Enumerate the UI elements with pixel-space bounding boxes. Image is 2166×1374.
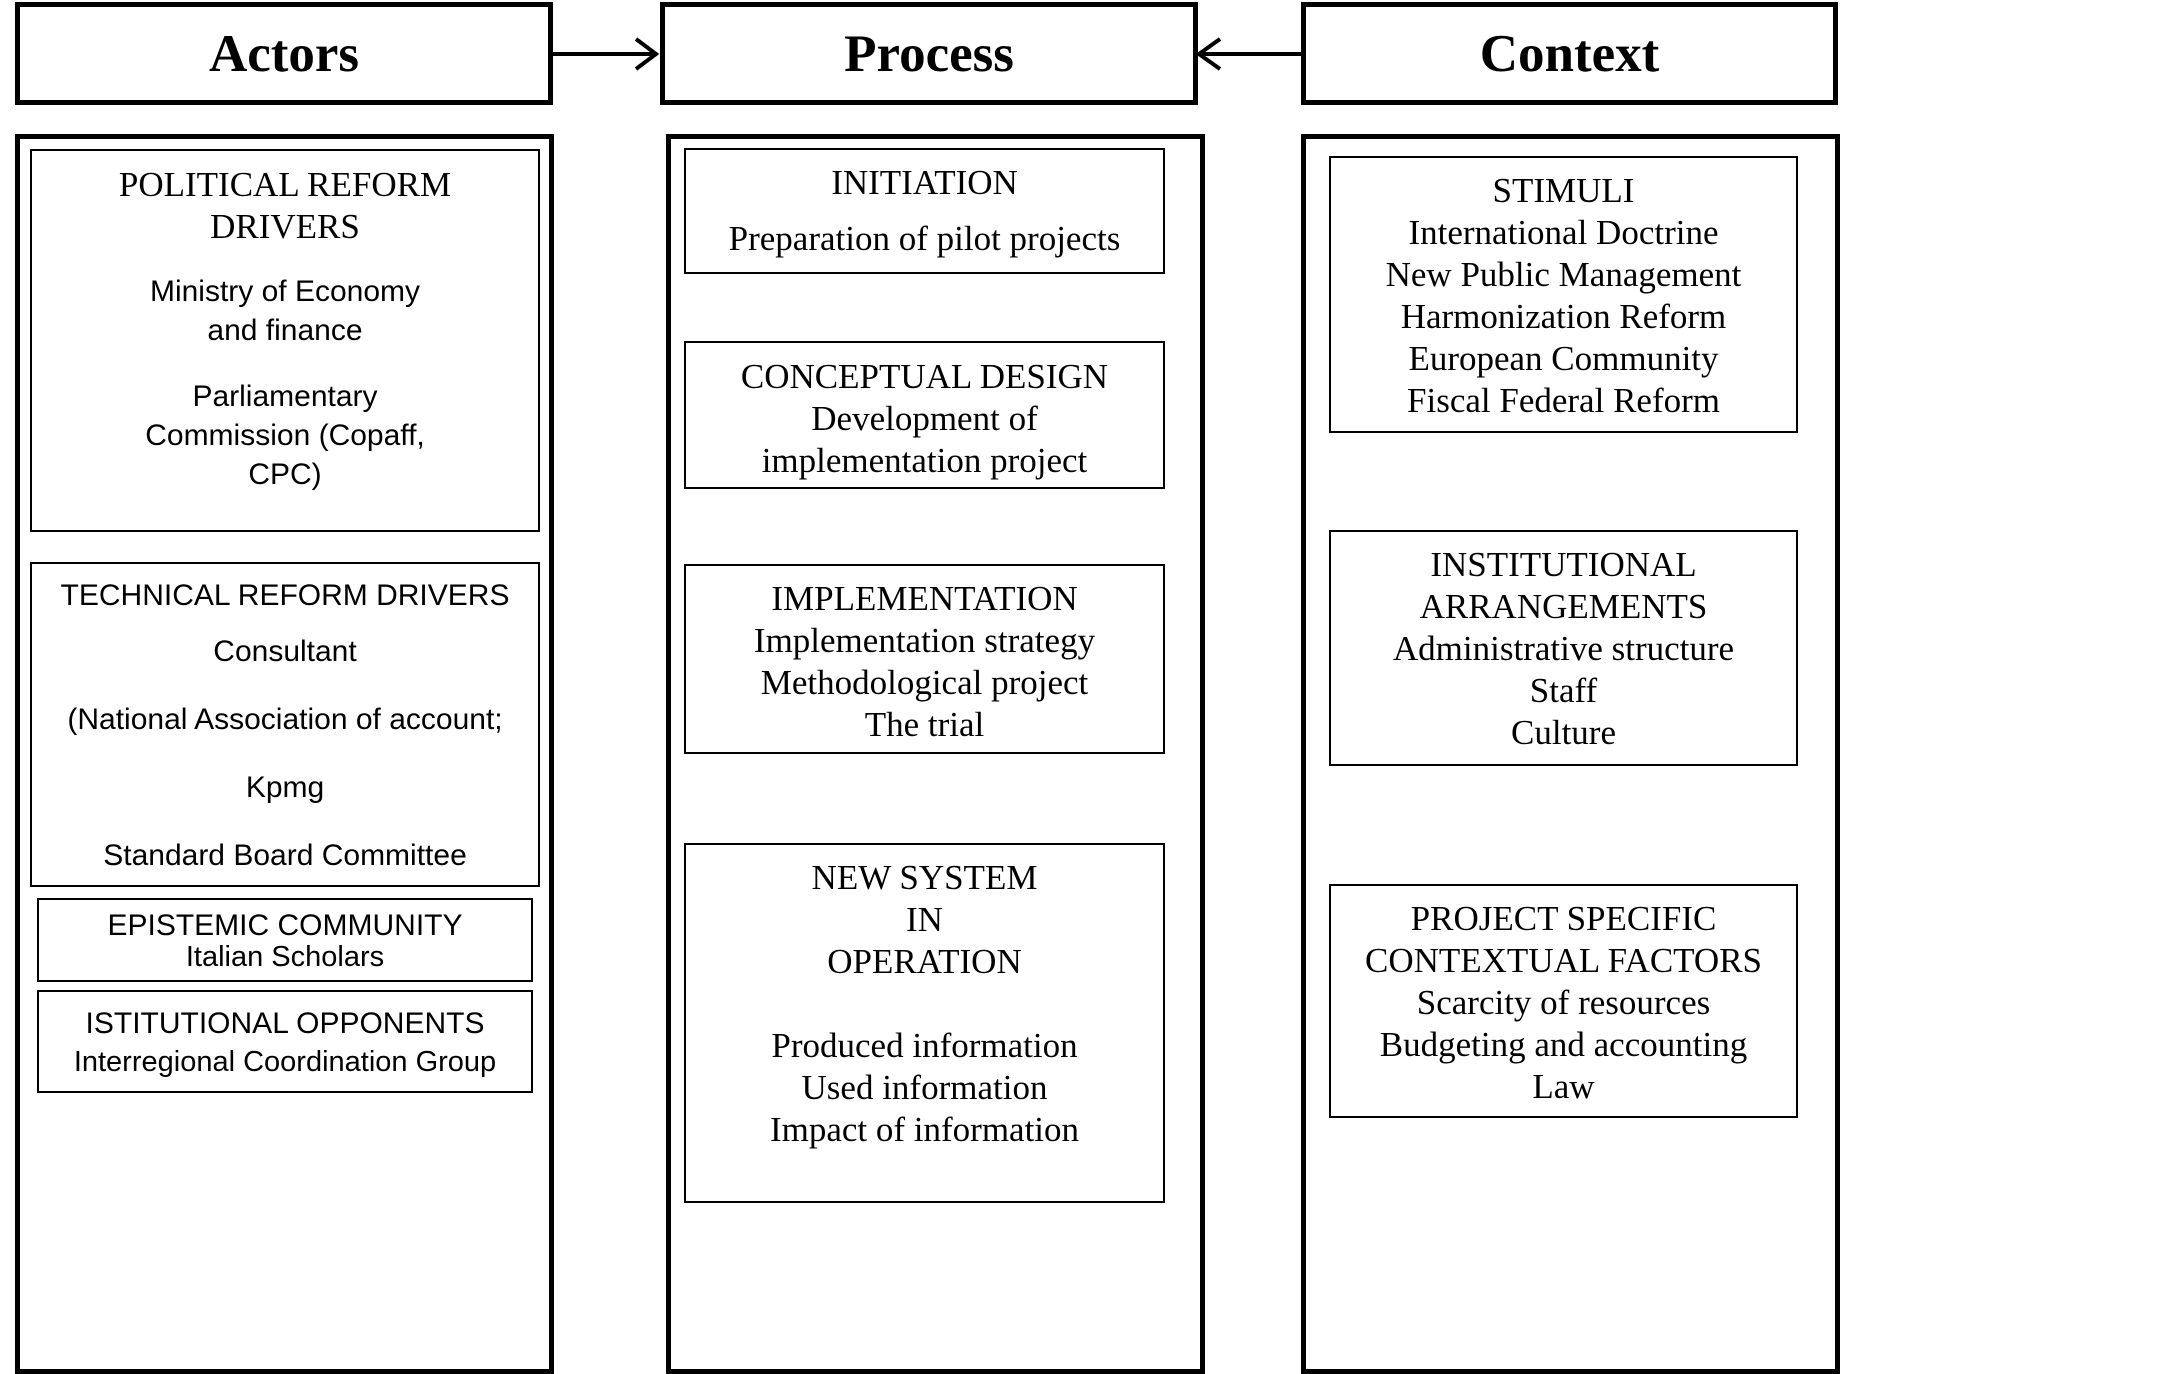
- new-system-box: NEW SYSTEM IN OPERATION Produced informa…: [684, 843, 1165, 1203]
- ministry-of-economy-text: Ministry of Economy and finance: [149, 275, 421, 347]
- initiation-box: INITIATION Preparation of pilot projects: [684, 148, 1165, 274]
- stimuli-box: STIMULI International Doctrine New Publi…: [1329, 156, 1798, 433]
- project-specific-box: PROJECT SPECIFIC CONTEXTUAL FACTORS Scar…: [1329, 884, 1798, 1118]
- institutional-opponents-title: ISTITUTIONAL OPPONENTS: [85, 1007, 485, 1040]
- institutional-opponents-subtitle: Interregional Coordination Group: [73, 1046, 497, 1078]
- institutional-opponents-box: ISTITUTIONAL OPPONENTS Interregional Coo…: [37, 990, 533, 1093]
- epistemic-community-box: EPISTEMIC COMMUNITY Italian Scholars: [37, 898, 533, 982]
- technical-reform-lines: Consultant (National Association of acco…: [67, 635, 503, 872]
- implementation-lines: Implementation strategy Methodological p…: [753, 621, 1096, 744]
- conceptual-design-lines: Development of implementation project: [761, 399, 1088, 480]
- implementation-box: IMPLEMENTATION Implementation strategy M…: [684, 564, 1165, 754]
- actors-header-label: Actors: [208, 24, 360, 83]
- epistemic-community-title: EPISTEMIC COMMUNITY: [107, 909, 463, 942]
- actors-header: Actors: [15, 2, 553, 105]
- process-header: Process: [660, 2, 1198, 105]
- context-to-process-arrow: [1195, 37, 1304, 71]
- stimuli-lines: International Doctrine New Public Manage…: [1385, 213, 1742, 420]
- actors-to-process-arrow: [552, 37, 660, 71]
- context-header-label: Context: [1479, 24, 1660, 83]
- new-system-lines: Produced information Used information Im…: [769, 1026, 1080, 1149]
- process-header-label: Process: [844, 24, 1014, 83]
- new-system-title: NEW SYSTEM IN OPERATION: [811, 858, 1038, 981]
- technical-reform-drivers-box: TECHNICAL REFORM DRIVERS Consultant (Nat…: [30, 562, 540, 887]
- project-specific-lines: Scarcity of resources Budgeting and acco…: [1379, 983, 1748, 1106]
- parliamentary-commission-text: Parliamentary Commission (Copaff, CPC): [145, 380, 425, 491]
- political-reform-drivers-box: POLITICAL REFORM DRIVERS Ministry of Eco…: [30, 149, 540, 532]
- technical-reform-title: TECHNICAL REFORM DRIVERS: [60, 579, 510, 612]
- stimuli-title: STIMULI: [1492, 171, 1635, 210]
- epistemic-community-subtitle: Italian Scholars: [185, 941, 385, 973]
- implementation-title: IMPLEMENTATION: [771, 579, 1078, 618]
- conceptual-design-title: CONCEPTUAL DESIGN: [740, 357, 1109, 396]
- project-specific-title: PROJECT SPECIFIC CONTEXTUAL FACTORS: [1364, 899, 1762, 980]
- institutional-arrangements-title: INSTITUTIONAL ARRANGEMENTS: [1419, 545, 1708, 626]
- initiation-lines: Preparation of pilot projects: [728, 219, 1121, 258]
- initiation-title: INITIATION: [831, 163, 1018, 202]
- conceptual-design-box: CONCEPTUAL DESIGN Development of impleme…: [684, 341, 1165, 489]
- political-reform-title: POLITICAL REFORM DRIVERS: [118, 165, 452, 246]
- context-header: Context: [1301, 2, 1838, 105]
- institutional-arrangements-box: INSTITUTIONAL ARRANGEMENTS Administrativ…: [1329, 530, 1798, 766]
- institutional-arrangements-lines: Administrative structure Staff Culture: [1392, 629, 1735, 752]
